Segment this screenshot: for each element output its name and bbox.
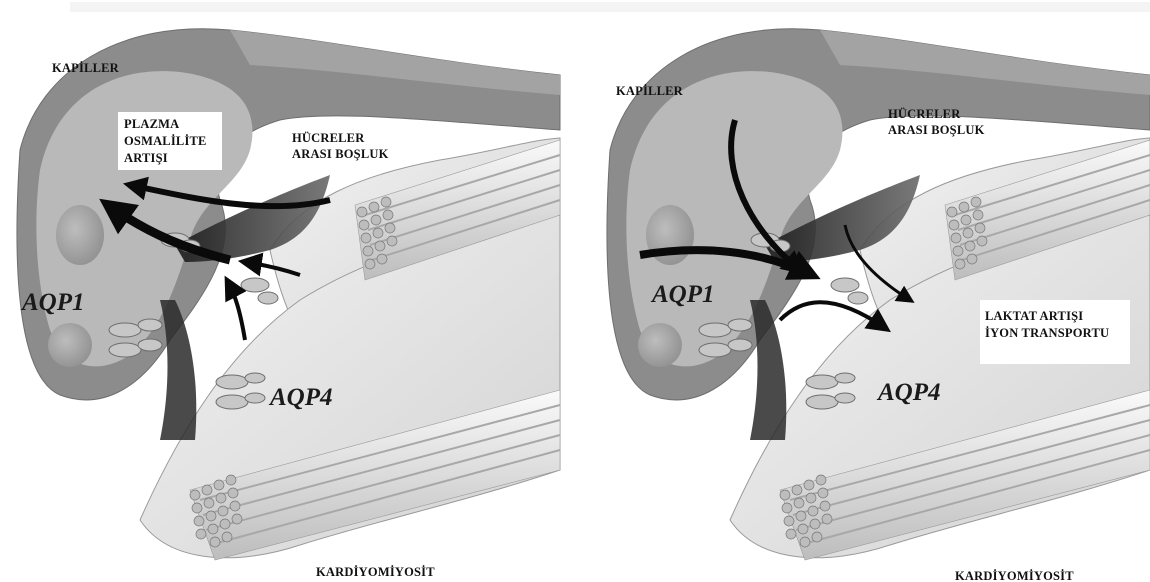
interstitial-label-line1: HÜCRELER — [888, 107, 961, 121]
aqp4-label: AQP4 — [268, 384, 333, 411]
aqp4-label: AQP4 — [876, 379, 941, 406]
condition-label-line3: ARTIŞI — [124, 151, 168, 165]
cardiomyocyte-label: KARDİYOMİYOSİT — [316, 565, 435, 579]
capillary-label: KAPİLLER — [616, 84, 684, 98]
condition-label-line2: OSMALİLİTE — [124, 134, 207, 148]
condition-label-line1: PLAZMA — [124, 117, 179, 131]
cardiomyocyte-label: KARDİYOMİYOSİT — [955, 569, 1074, 582]
capillary-label: KAPİLLER — [52, 61, 120, 75]
interstitial-label-line2: ARASI BOŞLUK — [888, 123, 985, 137]
condition-label-line2: İYON TRANSPORTU — [985, 326, 1109, 340]
panel-right: KAPİLLER HÜCRELER ARASI BOŞLUK LAKTAT AR… — [607, 2, 1150, 582]
aqp1-label: AQP1 — [650, 281, 715, 308]
interstitial-label-line2: ARASI BOŞLUK — [292, 147, 389, 161]
interstitial-label-line1: HÜCRELER — [292, 131, 365, 145]
aqp1-label: AQP1 — [20, 289, 85, 316]
condition-label-line1: LAKTAT ARTIŞI — [985, 309, 1083, 323]
